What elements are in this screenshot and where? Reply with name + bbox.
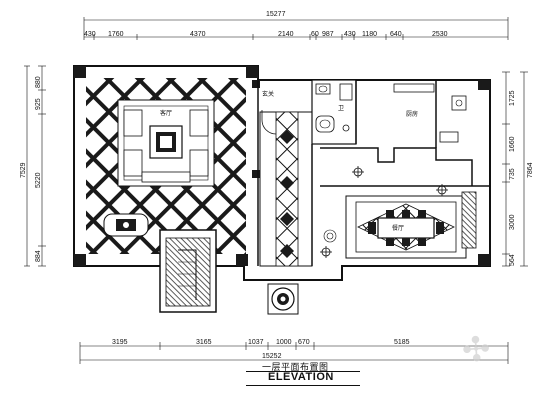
left-dimension-chain: [24, 65, 46, 267]
hall-door: [261, 110, 277, 135]
left-dim-2: 925: [35, 98, 42, 110]
right-dim-6: 564: [509, 254, 516, 266]
left-dim-3: 7529: [20, 162, 27, 178]
bottom-dim-5: 670: [298, 339, 310, 346]
drawing-title-en: ELEVATION: [268, 371, 334, 383]
living-room-label: 客厅: [160, 109, 172, 117]
top-dim-4: 2140: [278, 31, 294, 38]
top-dim-3: 4370: [190, 31, 206, 38]
bathroom: [311, 79, 357, 145]
caption-underline-bottom: [246, 385, 360, 386]
bathroom-label: 卫: [338, 105, 344, 112]
tv-console: [103, 213, 149, 237]
sideboard: [461, 191, 477, 249]
drawing-title-cn: 一层平面布置图: [262, 363, 329, 373]
top-dim-5: 60: [311, 31, 319, 38]
top-dim-9: 640: [390, 31, 402, 38]
left-dim-1: 880: [35, 76, 42, 88]
watermark-logo: ✣: [460, 329, 492, 371]
top-dim-10: 2530: [432, 31, 448, 38]
kitchen-label: 厨房: [406, 110, 418, 118]
top-dim-2: 1760: [108, 31, 124, 38]
entry-medallion: [267, 283, 299, 315]
bottom-dimension-chain: [79, 342, 509, 364]
top-dim-7: 430: [344, 31, 356, 38]
ceiling-light-symbols: [320, 124, 448, 258]
kitchen: [393, 83, 467, 143]
dining-room-label: 餐厅: [392, 224, 404, 232]
right-dim-2: 1660: [509, 136, 516, 152]
bottom-dim-2: 3165: [196, 339, 212, 346]
right-dim-1: 1725: [509, 90, 516, 106]
interior-walls: [257, 80, 490, 266]
planter: [323, 229, 337, 243]
right-dimension-chain: [502, 71, 528, 267]
right-dim-5: 3000: [509, 214, 516, 230]
caption-underline-top: [246, 371, 360, 372]
bottom-dim-4: 1000: [276, 339, 292, 346]
coffee-table: [149, 125, 183, 159]
bottom-total-dimension: 15252: [262, 353, 282, 360]
top-dim-8: 1180: [362, 31, 377, 38]
entry-stair: [159, 229, 217, 313]
top-total-dimension: 15277: [266, 11, 286, 18]
top-dim-1: 430: [84, 31, 96, 38]
hall-label: 玄关: [262, 90, 274, 98]
top-dimension-chain: [83, 17, 509, 40]
dining-room: [345, 195, 467, 259]
left-dim-4: 5220: [35, 172, 42, 188]
right-dim-4: 735: [509, 168, 516, 180]
right-dim-3: 7864: [527, 162, 534, 178]
left-dim-5: 884: [35, 250, 42, 262]
bottom-dim-6: 5185: [394, 339, 410, 346]
top-dim-6: 987: [322, 31, 334, 38]
bottom-dim-3: 1037: [248, 339, 264, 346]
hall-medallions: [280, 130, 294, 258]
bottom-dim-1: 3195: [112, 339, 128, 346]
sofa-set: [117, 99, 215, 187]
